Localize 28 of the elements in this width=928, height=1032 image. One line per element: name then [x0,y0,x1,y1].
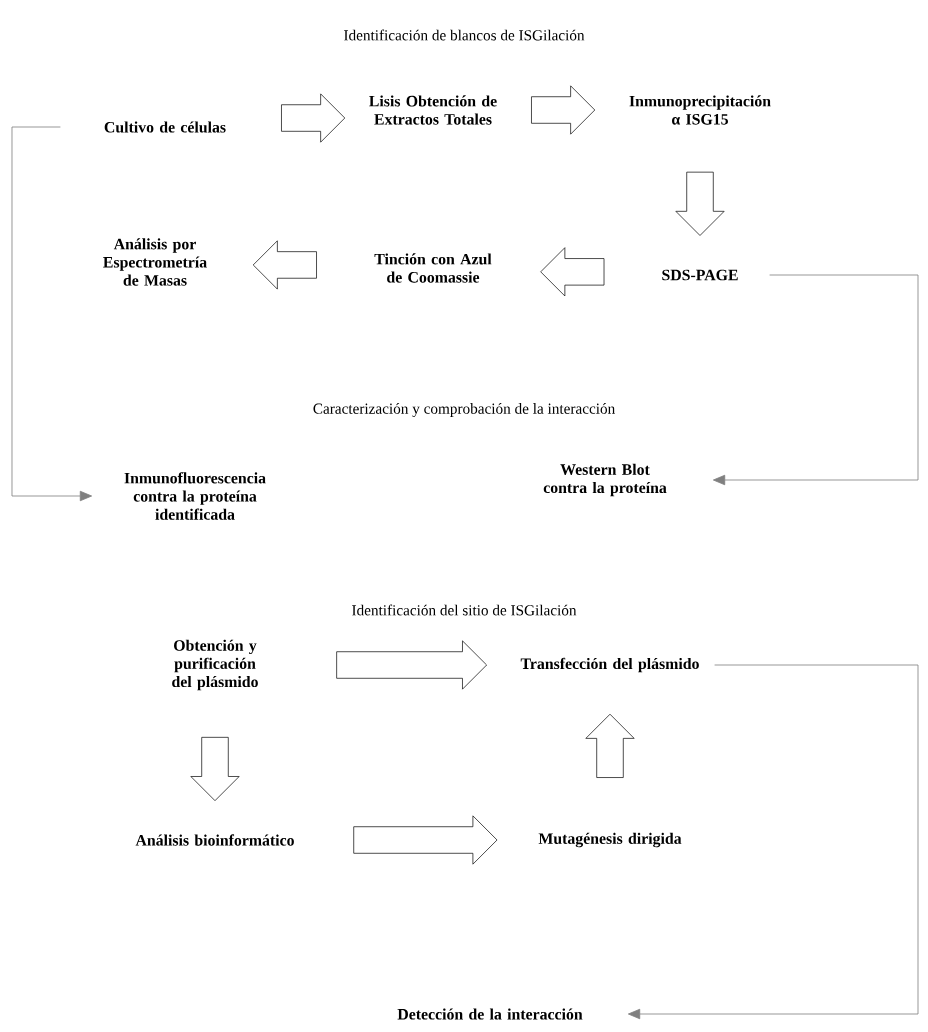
step-text: Detección de la interacción [397,1008,583,1020]
section-heading: Identificación del sitio de ISGilación [352,604,577,616]
step-text: Análisis por Espectrometría de Masas [103,238,207,286]
step-text: Western Blot contra la proteína [543,463,667,497]
block-arrow [353,815,498,865]
block-arrow [540,247,605,297]
block-arrow [281,93,346,143]
section-heading: Identificación de blancos de ISGilación [344,29,585,41]
block-arrow [585,713,635,778]
block-arrow [336,640,487,690]
step-text: Mutagénesis dirigida [538,832,682,848]
block-arrow [531,85,596,135]
step-text: Obtención y purificación del plásmido [172,639,258,691]
block-arrow [190,737,240,801]
section-heading: Caracterización y comprobación de la interacción [313,403,615,417]
step-text: Inmunoprecipitación α ISG15 [629,95,771,125]
connector-arrow [627,664,919,1020]
step-text: Lisis Obtención de Extractos Totales [369,95,497,125]
step-text: Cultivo de células [104,121,226,133]
connector-arrow [712,274,919,486]
step-text: Transfección del plásmido [520,657,699,673]
step-text: SDS-PAGE [662,269,738,281]
step-text: Inmunofluorescencia contra la proteína identificada [124,472,266,520]
block-arrow [675,171,725,236]
step-text: Análisis bioinformático [135,834,294,846]
step-text: Tinción con Azul de Coomassie [374,253,492,283]
block-arrow [252,240,317,290]
connector-arrow [11,126,93,502]
